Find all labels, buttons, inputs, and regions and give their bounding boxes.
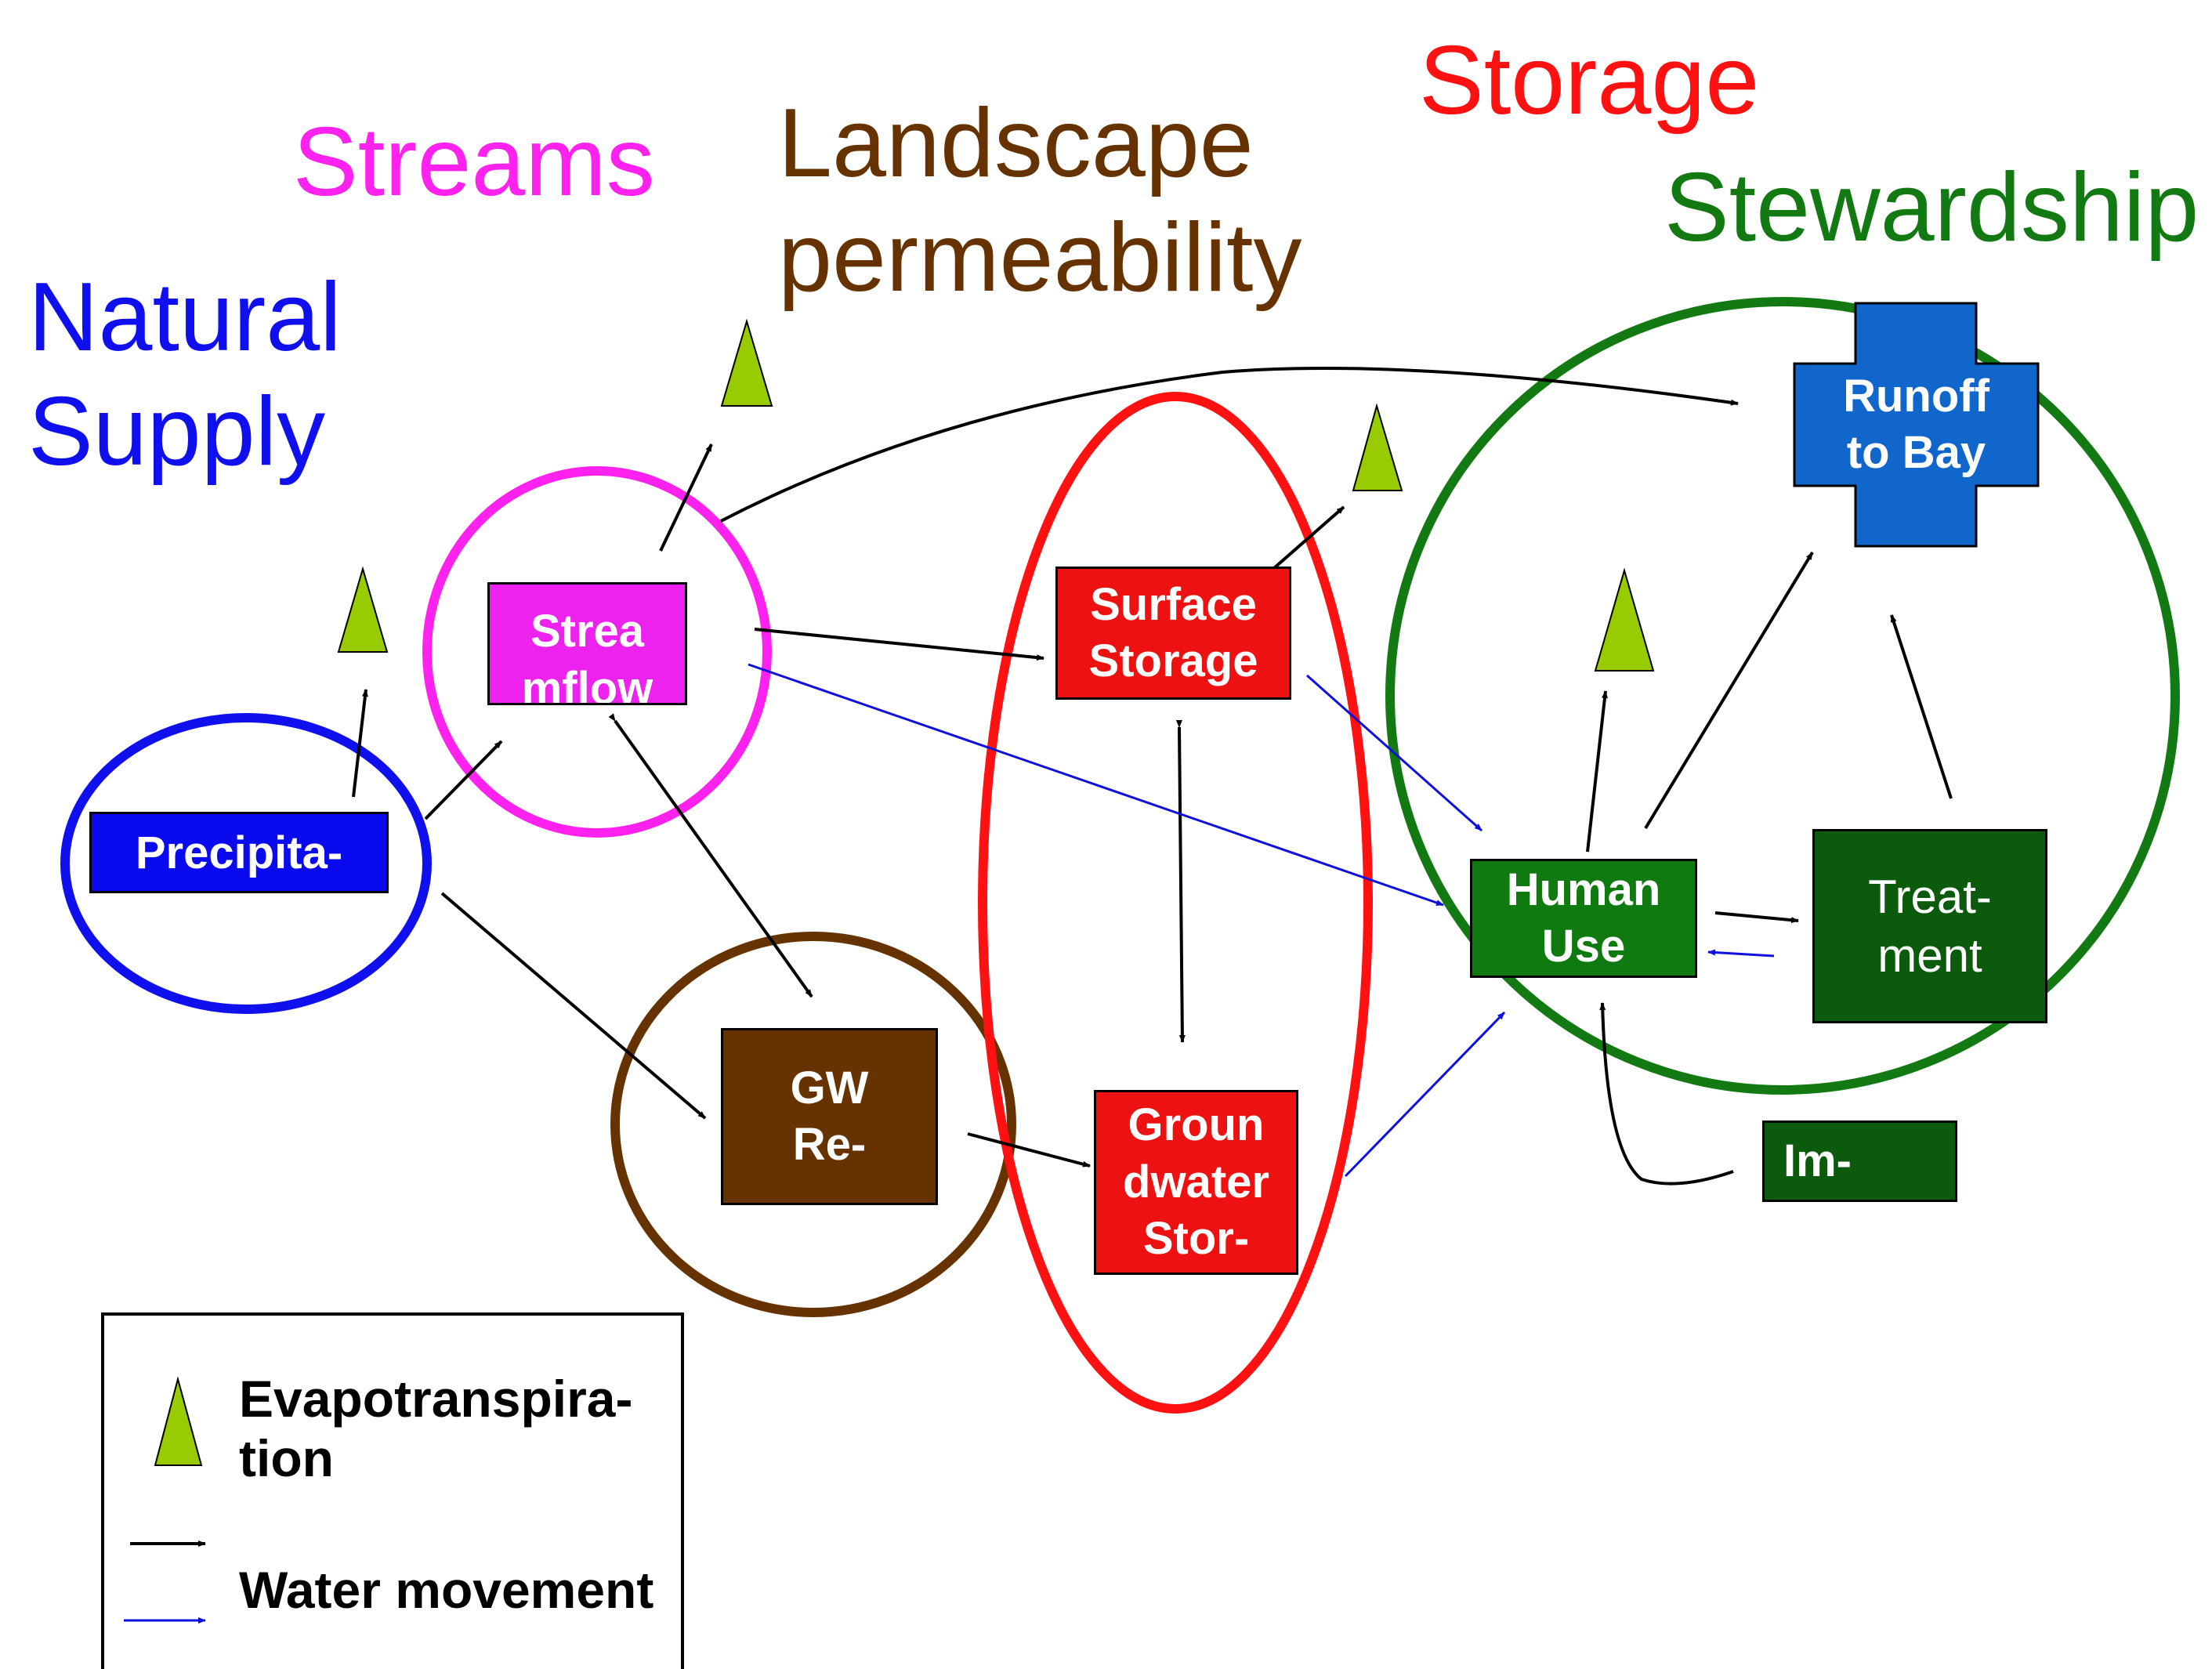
- legend-box: [101, 1312, 684, 1669]
- runoff-line-1: Runoff: [1843, 370, 1989, 422]
- treatment-node: Treat- ment: [1812, 829, 2047, 1023]
- gw-recharge-line-1: GW: [790, 1062, 869, 1113]
- arrow-precip-to-gw-recharge: [440, 892, 707, 1120]
- landscape-line-1: Landscape: [778, 89, 1254, 197]
- surface-storage-node: Surface Storage: [1055, 567, 1291, 700]
- groundwater-line-2: dwater: [1123, 1156, 1269, 1207]
- stewardship-ellipse: [1385, 297, 2180, 1095]
- natural-supply-label: Natural Supply: [28, 260, 342, 490]
- evapotranspiration-triangle-icon: [154, 1376, 203, 1466]
- streamflow-line-2: mflow: [521, 662, 653, 705]
- storage-label: Storage: [1419, 24, 1759, 138]
- arrow-gw-recharge-to-groundwater: [967, 1132, 1091, 1168]
- arrow-streamflow-gw-recharge: [608, 713, 813, 998]
- streams-line-1: Streams: [293, 108, 655, 216]
- arrow-treatment-to-runoff: [1890, 614, 1953, 799]
- gw-recharge-node: GW Re-: [721, 1028, 938, 1205]
- groundwater-line-1: Groun: [1128, 1099, 1265, 1151]
- storage-line-1: Storage: [1419, 27, 1760, 135]
- groundwater-storage-node: Groun dwater Stor-: [1094, 1090, 1298, 1275]
- streams-ellipse: [422, 466, 772, 838]
- arrow-human-use-to-runoff: [1644, 551, 1814, 830]
- natural-supply-line-1: Natural: [28, 263, 342, 371]
- legend-water-movement-label: Water movement: [239, 1561, 654, 1619]
- et-triangle-streamflow: [720, 318, 773, 407]
- et-triangle-surface-storage: [1352, 403, 1403, 491]
- runoff-line-2: to Bay: [1846, 427, 1986, 478]
- streamflow-node: Strea mflow: [487, 582, 687, 705]
- imports-node: Im-: [1762, 1121, 1957, 1202]
- landscape-permeability-label: Landscape permeability: [778, 86, 1302, 316]
- treatment-line-1: Treat-: [1868, 871, 1992, 923]
- storage-ellipse: [978, 392, 1373, 1414]
- surface-storage-line-2: Storage: [1088, 635, 1258, 686]
- et-triangle-precipitation: [337, 566, 389, 653]
- treatment-line-2: ment: [1877, 929, 1982, 982]
- arrow-human-use-to-treatment: [1714, 911, 1799, 924]
- et-triangle-human-use: [1594, 567, 1655, 672]
- stewardship-label: Stewardship: [1664, 150, 2199, 265]
- arrow-streamflow-to-et: [659, 443, 713, 552]
- gw-recharge-line-2: Re-: [792, 1119, 867, 1170]
- arrow-surface-storage-to-et: [1273, 505, 1345, 570]
- legend-evapotranspiration-label: Evapotranspira- tion: [239, 1370, 633, 1487]
- surface-storage-line-1: Surface: [1090, 578, 1257, 630]
- arrow-human-use-to-et: [1586, 690, 1608, 853]
- arrow-blue-treatment-to-human-use: [1707, 949, 1775, 958]
- precipitation-line-2: tion: [197, 882, 281, 892]
- groundwater-line-3: Stor-: [1142, 1213, 1250, 1265]
- natural-supply-line-2: Supply: [28, 378, 326, 487]
- human-use-node: Human Use: [1470, 859, 1697, 978]
- arrow-blue-surface-storage-to-human-use: [1306, 674, 1483, 832]
- precipitation-node: Precipita- tion: [89, 812, 389, 893]
- runoff-to-bay-cross: [1793, 302, 2040, 548]
- streamflow-line-1: Strea: [530, 606, 645, 657]
- imports-line-1: Im-: [1783, 1135, 1852, 1186]
- arrow-streamflow-to-runoff: [720, 367, 1739, 523]
- arrow-precip-to-et: [352, 689, 368, 798]
- arrow-blue-streamflow-to-human-use: [748, 663, 1444, 907]
- human-use-line-1: Human: [1506, 863, 1661, 915]
- stewardship-line-1: Stewardship: [1664, 154, 2199, 262]
- human-use-line-2: Use: [1541, 921, 1626, 972]
- arrow-streamflow-to-surface-storage: [754, 628, 1044, 661]
- natural-supply-ellipse: [60, 713, 432, 1014]
- runoff-to-bay-node: Runoff to Bay: [1794, 364, 2038, 486]
- arrow-precip-to-streamflow: [424, 740, 503, 820]
- landscape-line-2: permeability: [778, 204, 1302, 313]
- landscape-permeability-ellipse: [610, 932, 1016, 1317]
- arrow-blue-groundwater-to-human-use: [1344, 1011, 1506, 1178]
- arrow-surface-groundwater: [1175, 719, 1186, 1043]
- precipitation-line-1: Precipita-: [135, 827, 343, 878]
- streams-label: Streams: [293, 105, 655, 219]
- arrow-imports-to-human-use: [1599, 1002, 1734, 1186]
